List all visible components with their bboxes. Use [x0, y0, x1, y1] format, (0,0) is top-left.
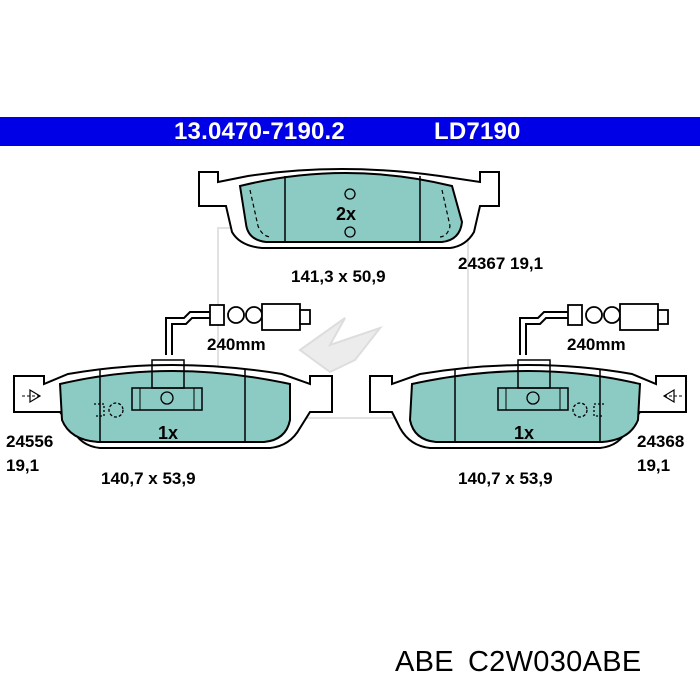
left-pad-dimensions: 140,7 x 53,9 [101, 469, 196, 488]
left-sensor-connector [261, 303, 301, 331]
right-pad-code: 24368 [637, 432, 685, 451]
right-pad-thickness: 19,1 [637, 456, 671, 475]
reference-number: LD7190 [434, 118, 521, 145]
top-brake-pad [198, 168, 500, 249]
left-pad-thickness: 19,1 [6, 456, 40, 475]
article-number: C2W030ABE [467, 646, 642, 678]
right-friction-material [408, 370, 642, 443]
part-number: 13.0470-7190.2 [174, 118, 345, 145]
top-pad-code: 24367 19,1 [458, 254, 543, 274]
top-friction-material [238, 172, 464, 243]
left-pad-hole-icon [160, 391, 174, 405]
brand-name: ABE [395, 646, 454, 678]
top-pad-quantity: 2x [336, 204, 357, 224]
header-bar: 13.0470-7190.2 LD7190 [0, 117, 700, 146]
right-sensor-length: 240mm [567, 335, 626, 354]
top-pad-thickness: 19,1 [510, 254, 544, 273]
top-pad-hole-icon [344, 226, 356, 238]
right-pad-hole-icon [526, 391, 540, 405]
right-brake-pad [369, 303, 687, 449]
left-sensor-length: 240mm [207, 335, 266, 354]
right-sensor-connector [619, 303, 659, 331]
left-friction-material [58, 370, 291, 443]
top-pad-dimensions: 141,3 x 50,9 [291, 267, 386, 286]
right-pad-quantity: 1x [514, 423, 535, 443]
left-pad-quantity: 1x [158, 423, 179, 443]
footer-caption: ABE C2W030ABE [395, 646, 642, 679]
left-pad-code: 24556 [6, 432, 54, 451]
left-brake-pad [13, 303, 333, 449]
right-pad-dimensions: 140,7 x 53,9 [458, 469, 553, 488]
top-pad-code-number: 24367 [458, 254, 506, 273]
top-pad-hole-icon [344, 188, 356, 200]
